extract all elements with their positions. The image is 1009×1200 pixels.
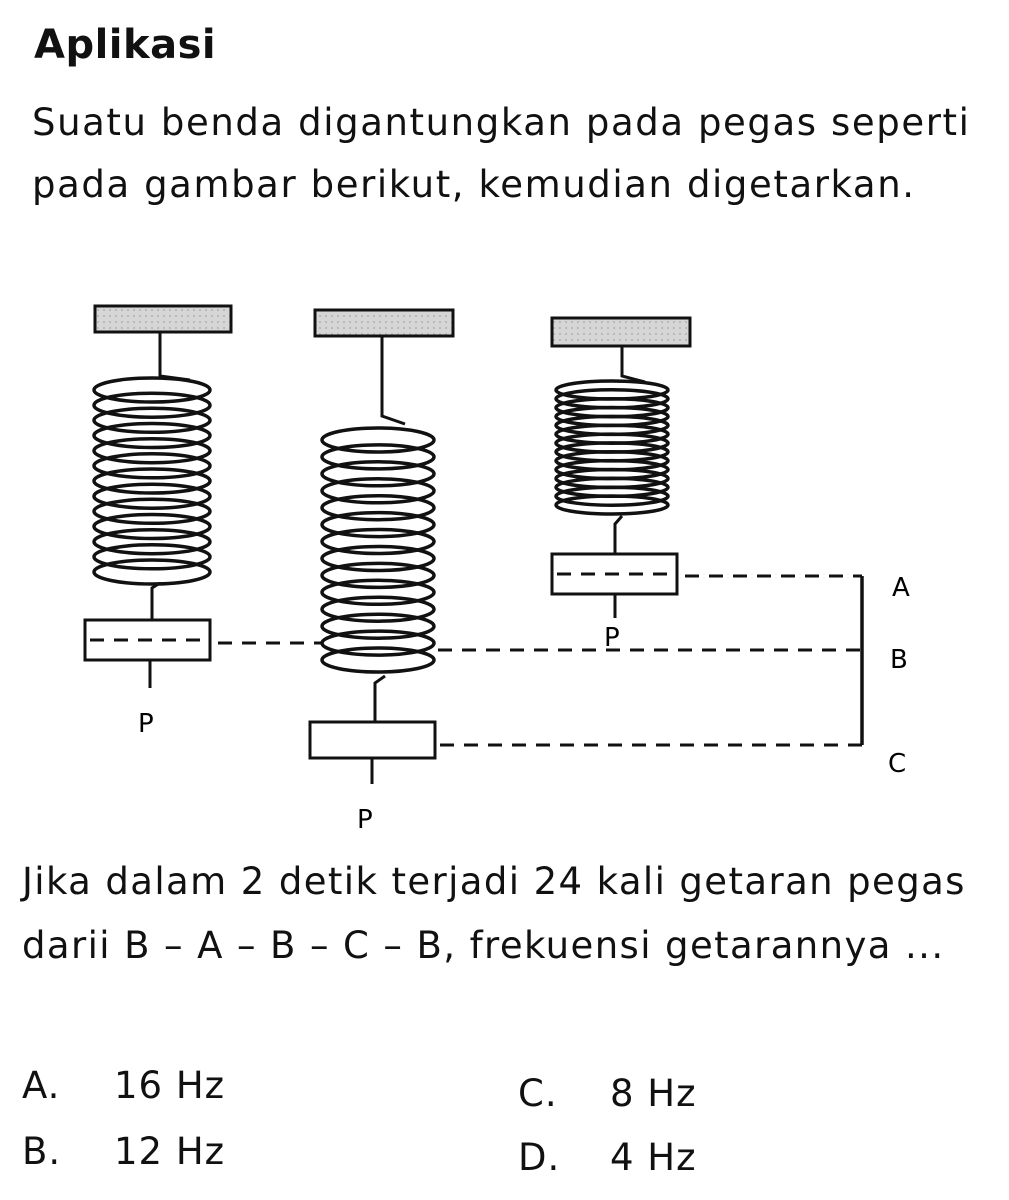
mass-label-right: P <box>604 623 620 653</box>
coil-middle <box>320 426 436 674</box>
coil-loop <box>554 485 670 507</box>
coil-loop <box>92 543 212 571</box>
option-b-letter: B. <box>22 1130 62 1173</box>
coil-loop <box>92 421 212 450</box>
option-a[interactable]: A. 16 Hz <box>22 1064 225 1107</box>
coil-loop <box>320 493 436 522</box>
option-c-text: 8 Hz <box>610 1072 697 1115</box>
coil-loop <box>554 494 670 516</box>
option-d-letter: D. <box>518 1136 561 1179</box>
coil-loop <box>320 510 436 539</box>
coil-loop <box>320 527 436 556</box>
spring-right: P <box>550 316 692 653</box>
coil-loop <box>92 391 212 419</box>
coil-loop <box>92 406 212 435</box>
coil-loop <box>92 497 212 526</box>
option-c[interactable]: C. 8 Hz <box>518 1072 697 1115</box>
option-a-text: 16 Hz <box>114 1064 226 1107</box>
option-b[interactable]: B. 12 Hz <box>22 1130 225 1173</box>
option-c-letter: C. <box>518 1072 558 1115</box>
option-a-letter: A. <box>22 1064 61 1107</box>
coil-loop <box>320 460 436 488</box>
coil-loop <box>92 527 212 556</box>
level-label-a: A <box>892 573 910 603</box>
coil-loop <box>320 426 436 454</box>
coil-loop <box>92 467 212 495</box>
coil-loop <box>92 558 212 586</box>
spring-figure: P P P A B C <box>83 304 910 835</box>
coil-loop <box>320 544 436 573</box>
coil-loop <box>92 512 212 541</box>
mass-label-middle: P <box>357 805 373 835</box>
mass-block-middle <box>308 720 437 760</box>
coil-loop <box>320 646 436 674</box>
level-label-c: C <box>888 749 906 779</box>
spring-left: P <box>83 304 233 739</box>
mass-label-left: P <box>138 709 154 739</box>
coil-loop <box>92 376 212 404</box>
option-d-text: 4 Hz <box>610 1136 697 1179</box>
option-b-text: 12 Hz <box>114 1130 226 1173</box>
ceiling-support-right <box>550 316 692 348</box>
heading: Aplikasi <box>34 22 217 68</box>
coil-loop <box>320 578 436 607</box>
coil-loop <box>92 436 212 465</box>
question-text: Jika dalam 2 detik terjadi 24 kali getar… <box>22 860 966 967</box>
coil-loop <box>320 443 436 471</box>
coil-loop <box>92 482 212 510</box>
ceiling-support-middle <box>313 308 455 338</box>
coil-loop <box>320 595 436 623</box>
coil-loop <box>320 477 436 505</box>
option-d[interactable]: D. 4 Hz <box>518 1136 697 1179</box>
coil-left <box>92 376 212 586</box>
level-label-b: B <box>890 645 908 675</box>
coil-loop <box>320 612 436 640</box>
coil-right <box>554 379 670 516</box>
spring-middle: P <box>308 308 455 835</box>
intro-text: Suatu benda digantungkan pada pegas sepe… <box>32 101 971 206</box>
ceiling-support-left <box>93 304 233 334</box>
coil-loop <box>320 561 436 590</box>
coil-loop <box>92 452 212 480</box>
